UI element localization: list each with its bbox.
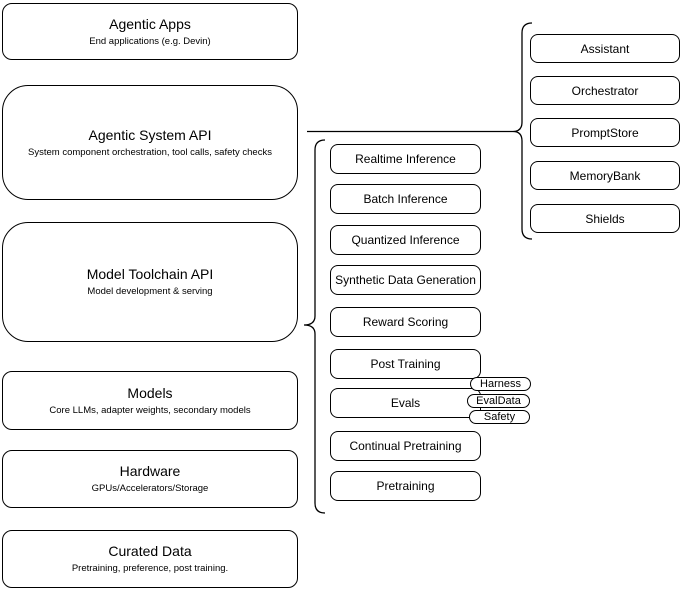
box-curated-data: Curated Data Pretraining, preference, po… [2,530,298,588]
box-hardware: Hardware GPUs/Accelerators/Storage [2,450,298,508]
box-title: Model Toolchain API [86,266,214,283]
badge-harness: Harness [470,377,531,391]
box-post-training: Post Training [330,349,481,379]
box-title: Hardware [119,463,181,480]
box-label: Reward Scoring [362,315,449,329]
box-subtitle: Pretraining, preference, post training. [71,563,229,575]
box-label: Synthetic Data Generation [335,273,476,287]
box-title: Models [127,384,173,401]
box-agentic-apps: Agentic Apps End applications (e.g. Devi… [2,3,298,60]
box-title: Agentic Apps [109,15,191,32]
box-reward-scoring: Reward Scoring [330,307,481,337]
box-evals: Evals [330,388,481,418]
box-label: Realtime Inference [355,152,456,166]
box-label: Continual Pretraining [349,439,462,453]
box-subtitle: End applications (e.g. Devin) [89,35,211,47]
box-label: MemoryBank [569,168,641,183]
box-models: Models Core LLMs, adapter weights, secon… [2,371,298,430]
box-subtitle: System component orchestration, tool cal… [28,146,272,158]
box-label: Pretraining [376,479,435,493]
box-title: Curated Data [108,543,192,560]
box-label: Post Training [370,357,441,371]
box-batch-inference: Batch Inference [330,184,481,214]
badge-label: Harness [480,377,521,390]
box-label: Orchestrator [571,83,639,98]
box-agentic-system-api: Agentic System API System component orch… [2,85,298,200]
badge-safety: Safety [469,410,530,424]
box-subtitle: Core LLMs, adapter weights, secondary mo… [49,404,251,416]
badge-label: EvalData [476,394,521,407]
box-label: Evals [390,396,421,410]
box-assistant: Assistant [530,34,680,63]
box-realtime-inference: Realtime Inference [330,144,481,174]
badge-evaldata: EvalData [467,394,530,408]
box-orchestrator: Orchestrator [530,76,680,105]
box-subtitle: Model development & serving [87,286,213,298]
toolchain-brace [303,139,326,514]
box-title: Agentic System API [88,126,212,143]
box-quantized-inference: Quantized Inference [330,225,481,255]
box-label: Batch Inference [363,192,448,206]
box-label: Quantized Inference [351,233,460,247]
box-pretraining: Pretraining [330,471,481,501]
box-synthetic-data-generation: Synthetic Data Generation [330,265,481,295]
box-model-toolchain-api: Model Toolchain API Model development & … [2,222,298,342]
box-promptstore: PromptStore [530,118,680,147]
box-memorybank: MemoryBank [530,161,680,190]
box-label: Assistant [580,41,630,56]
box-subtitle: GPUs/Accelerators/Storage [91,483,209,495]
box-label: PromptStore [571,125,639,140]
box-label: Shields [585,211,625,226]
badge-label: Safety [483,410,516,423]
box-continual-pretraining: Continual Pretraining [330,431,481,461]
box-shields: Shields [530,204,680,233]
